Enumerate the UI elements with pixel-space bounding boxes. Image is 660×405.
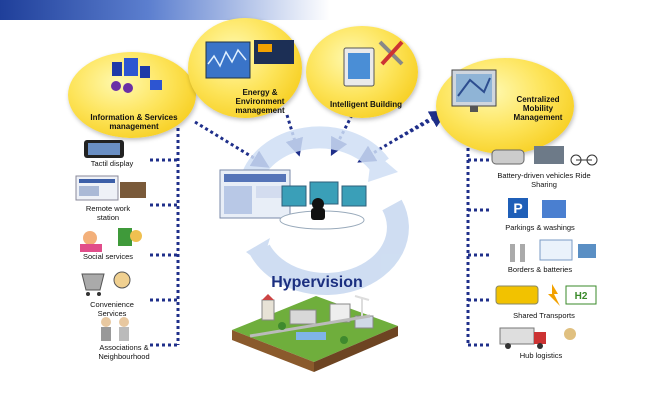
left-item-remote-work-station: Remote work station (85, 204, 131, 222)
cycle-arrows-graphic (239, 126, 409, 296)
left-item-social-services: Social services (82, 252, 134, 261)
social-services-icon (80, 228, 142, 252)
right-item-parkings: Parkings & washings (505, 223, 575, 232)
left-item-associations: Associations & Neighbourhood (98, 343, 150, 361)
right-item-vehicles: Battery-driven vehicles Ride Sharing (497, 171, 591, 189)
control-room-graphic (219, 169, 367, 230)
left-item-convenience-services: Convenience Services (90, 300, 134, 318)
intelligent-building-label: Intelligent Building (330, 100, 402, 109)
city-graphic (232, 294, 398, 372)
right-item-borders-batteries: Borders & batteries (507, 265, 573, 274)
arrow-info-to-center (194, 120, 270, 168)
vehicles-icon (491, 146, 598, 166)
parking-icon: P (508, 198, 566, 218)
info-services-label: Information & Services management (90, 113, 178, 131)
associations-icon (101, 317, 129, 341)
hub-logistics-icon (499, 327, 576, 349)
hypervision-title: Hypervision (271, 274, 363, 291)
convenience-services-icon (81, 271, 131, 296)
shared-transports-icon: H2 (495, 284, 597, 306)
left-item-tactil-display: Tactil display (90, 159, 134, 168)
batteries-icon (510, 239, 596, 262)
right-item-hub-logistics: Hub logistics (519, 351, 563, 360)
remote-work-station-icon (75, 175, 146, 201)
mobility-label: Centralized Mobility Management (513, 95, 563, 122)
svg-text:P: P (513, 200, 522, 216)
energy-label: Energy & Environment management (235, 88, 285, 115)
svg-text:H2: H2 (575, 291, 588, 302)
right-item-shared-transports: Shared Transports (513, 311, 575, 320)
tactil-display-icon (84, 140, 124, 158)
header-gradient-bar (0, 0, 330, 20)
